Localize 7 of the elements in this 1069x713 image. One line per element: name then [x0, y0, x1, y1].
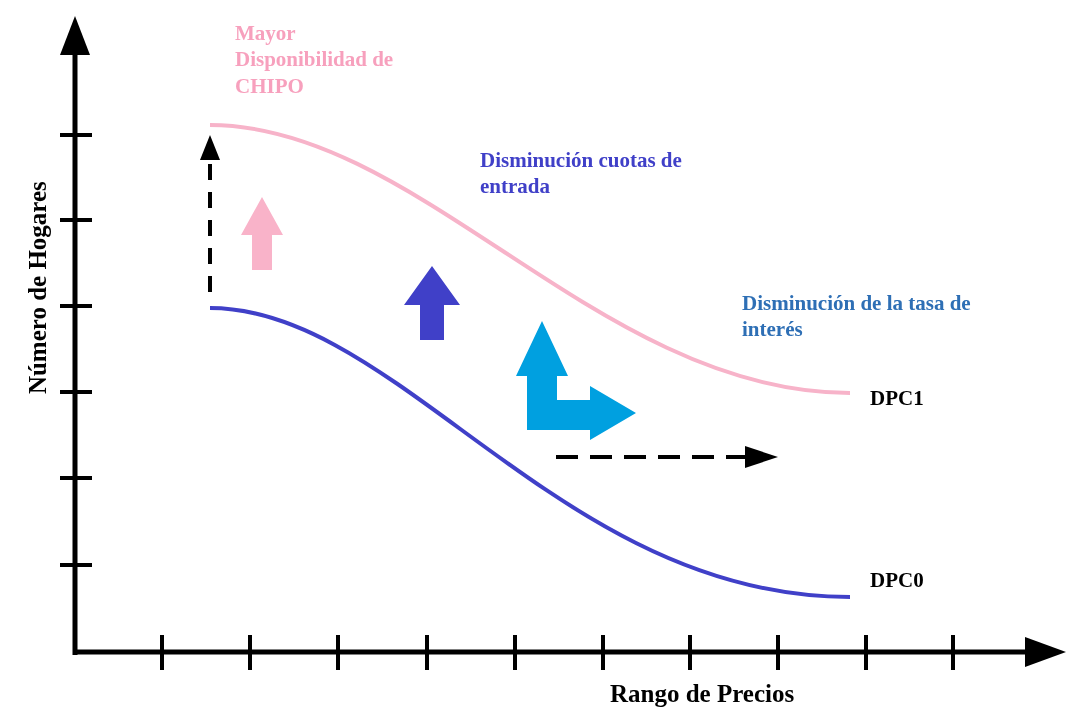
axis-title: Rango de Precios: [610, 679, 796, 709]
annotation-text: Mayor Disponibilidad de CHIPO: [235, 20, 395, 99]
annotation-text: Disminución de la tasa de interés: [742, 290, 972, 343]
curve-label: DPC0: [870, 567, 925, 594]
curve-label: DPC1: [870, 385, 925, 412]
axis-title: Número de Hogares: [22, 180, 52, 394]
annotation-text: Disminución cuotas de entrada: [480, 147, 683, 200]
